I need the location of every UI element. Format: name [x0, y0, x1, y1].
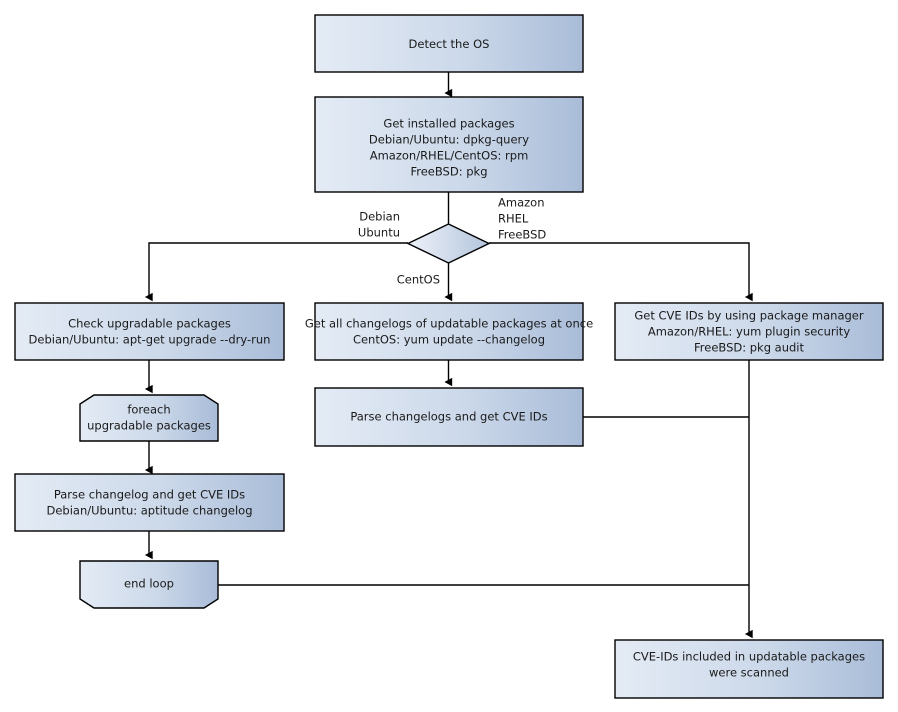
node-get-all-changelogs-line-1: CentOS: yum update --changelog [353, 333, 545, 347]
node-get-cve-ids-pkgmgr-line-2: FreeBSD: pkg audit [694, 341, 805, 355]
node-foreach-loop-line-1: upgradable packages [87, 419, 211, 433]
node-get-installed-packages-line-1: Debian/Ubuntu: dpkg-query [369, 133, 529, 147]
decision-diamond-icon [406, 223, 491, 264]
node-check-upgradable-line-0: Check upgradable packages [68, 317, 231, 331]
node-parse-changelog-debian-line-0: Parse changelog and get CVE IDs [54, 488, 245, 502]
node-end-loop-line-0: end loop [124, 577, 174, 591]
edge-label-centos: CentOS [397, 273, 440, 287]
node-get-installed-packages-line-0: Get installed packages [383, 117, 514, 131]
node-foreach-loop-line-0: foreach [127, 403, 170, 417]
node-get-cve-ids-pkgmgr-line-0: Get CVE IDs by using package manager [634, 309, 864, 323]
node-scanned-result-line-1: were scanned [709, 666, 789, 680]
edge-decision-to-get-cve-ids [489, 242, 753, 302]
node-get-cve-ids-pkgmgr-line-1: Amazon/RHEL: yum plugin security [648, 325, 850, 339]
edge-label-debian-ubuntu: Debian Ubuntu [358, 210, 400, 240]
connectors [144, 72, 753, 639]
node-foreach-loop[interactable]: foreach upgradable packages [79, 394, 219, 442]
node-get-installed-packages-line-3: FreeBSD: pkg [410, 165, 487, 179]
node-os-decision[interactable] [406, 223, 491, 264]
edge-decision-to-check-upgradable [144, 242, 408, 302]
edge-label-debian-ubuntu-line-1: Ubuntu [358, 226, 400, 240]
node-parse-changelogs-centos-line-0: Parse changelogs and get CVE IDs [350, 410, 547, 424]
edge-label-amazon-rhel-freebsd-line-0: Amazon [498, 196, 544, 210]
node-detect-os-line-0: Detect the OS [409, 37, 490, 51]
node-end-loop[interactable]: end loop [79, 560, 219, 609]
node-scanned-result-line-0: CVE-IDs included in updatable packages [633, 650, 865, 664]
edge-label-amazon-rhel-freebsd-line-2: FreeBSD [498, 228, 546, 242]
node-parse-changelog-debian[interactable]: Parse changelog and get CVE IDs Debian/U… [14, 473, 285, 532]
node-parse-changelogs-centos[interactable]: Parse changelogs and get CVE IDs [314, 387, 584, 447]
edge-label-amazon-rhel-freebsd-line-1: RHEL [498, 212, 529, 226]
node-get-all-changelogs[interactable]: Get all changelogs of updatable packages… [305, 302, 593, 361]
node-scanned-result[interactable]: CVE-IDs included in updatable packages w… [614, 639, 884, 699]
node-parse-changelog-debian-line-1: Debian/Ubuntu: aptitude changelog [47, 504, 253, 518]
node-detect-os[interactable]: Detect the OS [314, 14, 584, 73]
node-get-installed-packages-line-2: Amazon/RHEL/CentOS: rpm [370, 149, 529, 163]
node-check-upgradable[interactable]: Check upgradable packages Debian/Ubuntu:… [14, 302, 285, 361]
node-get-installed-packages[interactable]: Get installed packages Debian/Ubuntu: dp… [314, 96, 584, 193]
node-check-upgradable-line-1: Debian/Ubuntu: apt-get upgrade --dry-run [29, 333, 271, 347]
edge-label-debian-ubuntu-line-0: Debian [359, 210, 400, 224]
edge-label-amazon-rhel-freebsd: Amazon RHEL FreeBSD [498, 196, 546, 242]
node-get-all-changelogs-line-0: Get all changelogs of updatable packages… [305, 317, 593, 331]
node-get-cve-ids-pkgmgr[interactable]: Get CVE IDs by using package manager Ama… [614, 302, 884, 361]
edge-label-centos-line-0: CentOS [397, 273, 440, 287]
